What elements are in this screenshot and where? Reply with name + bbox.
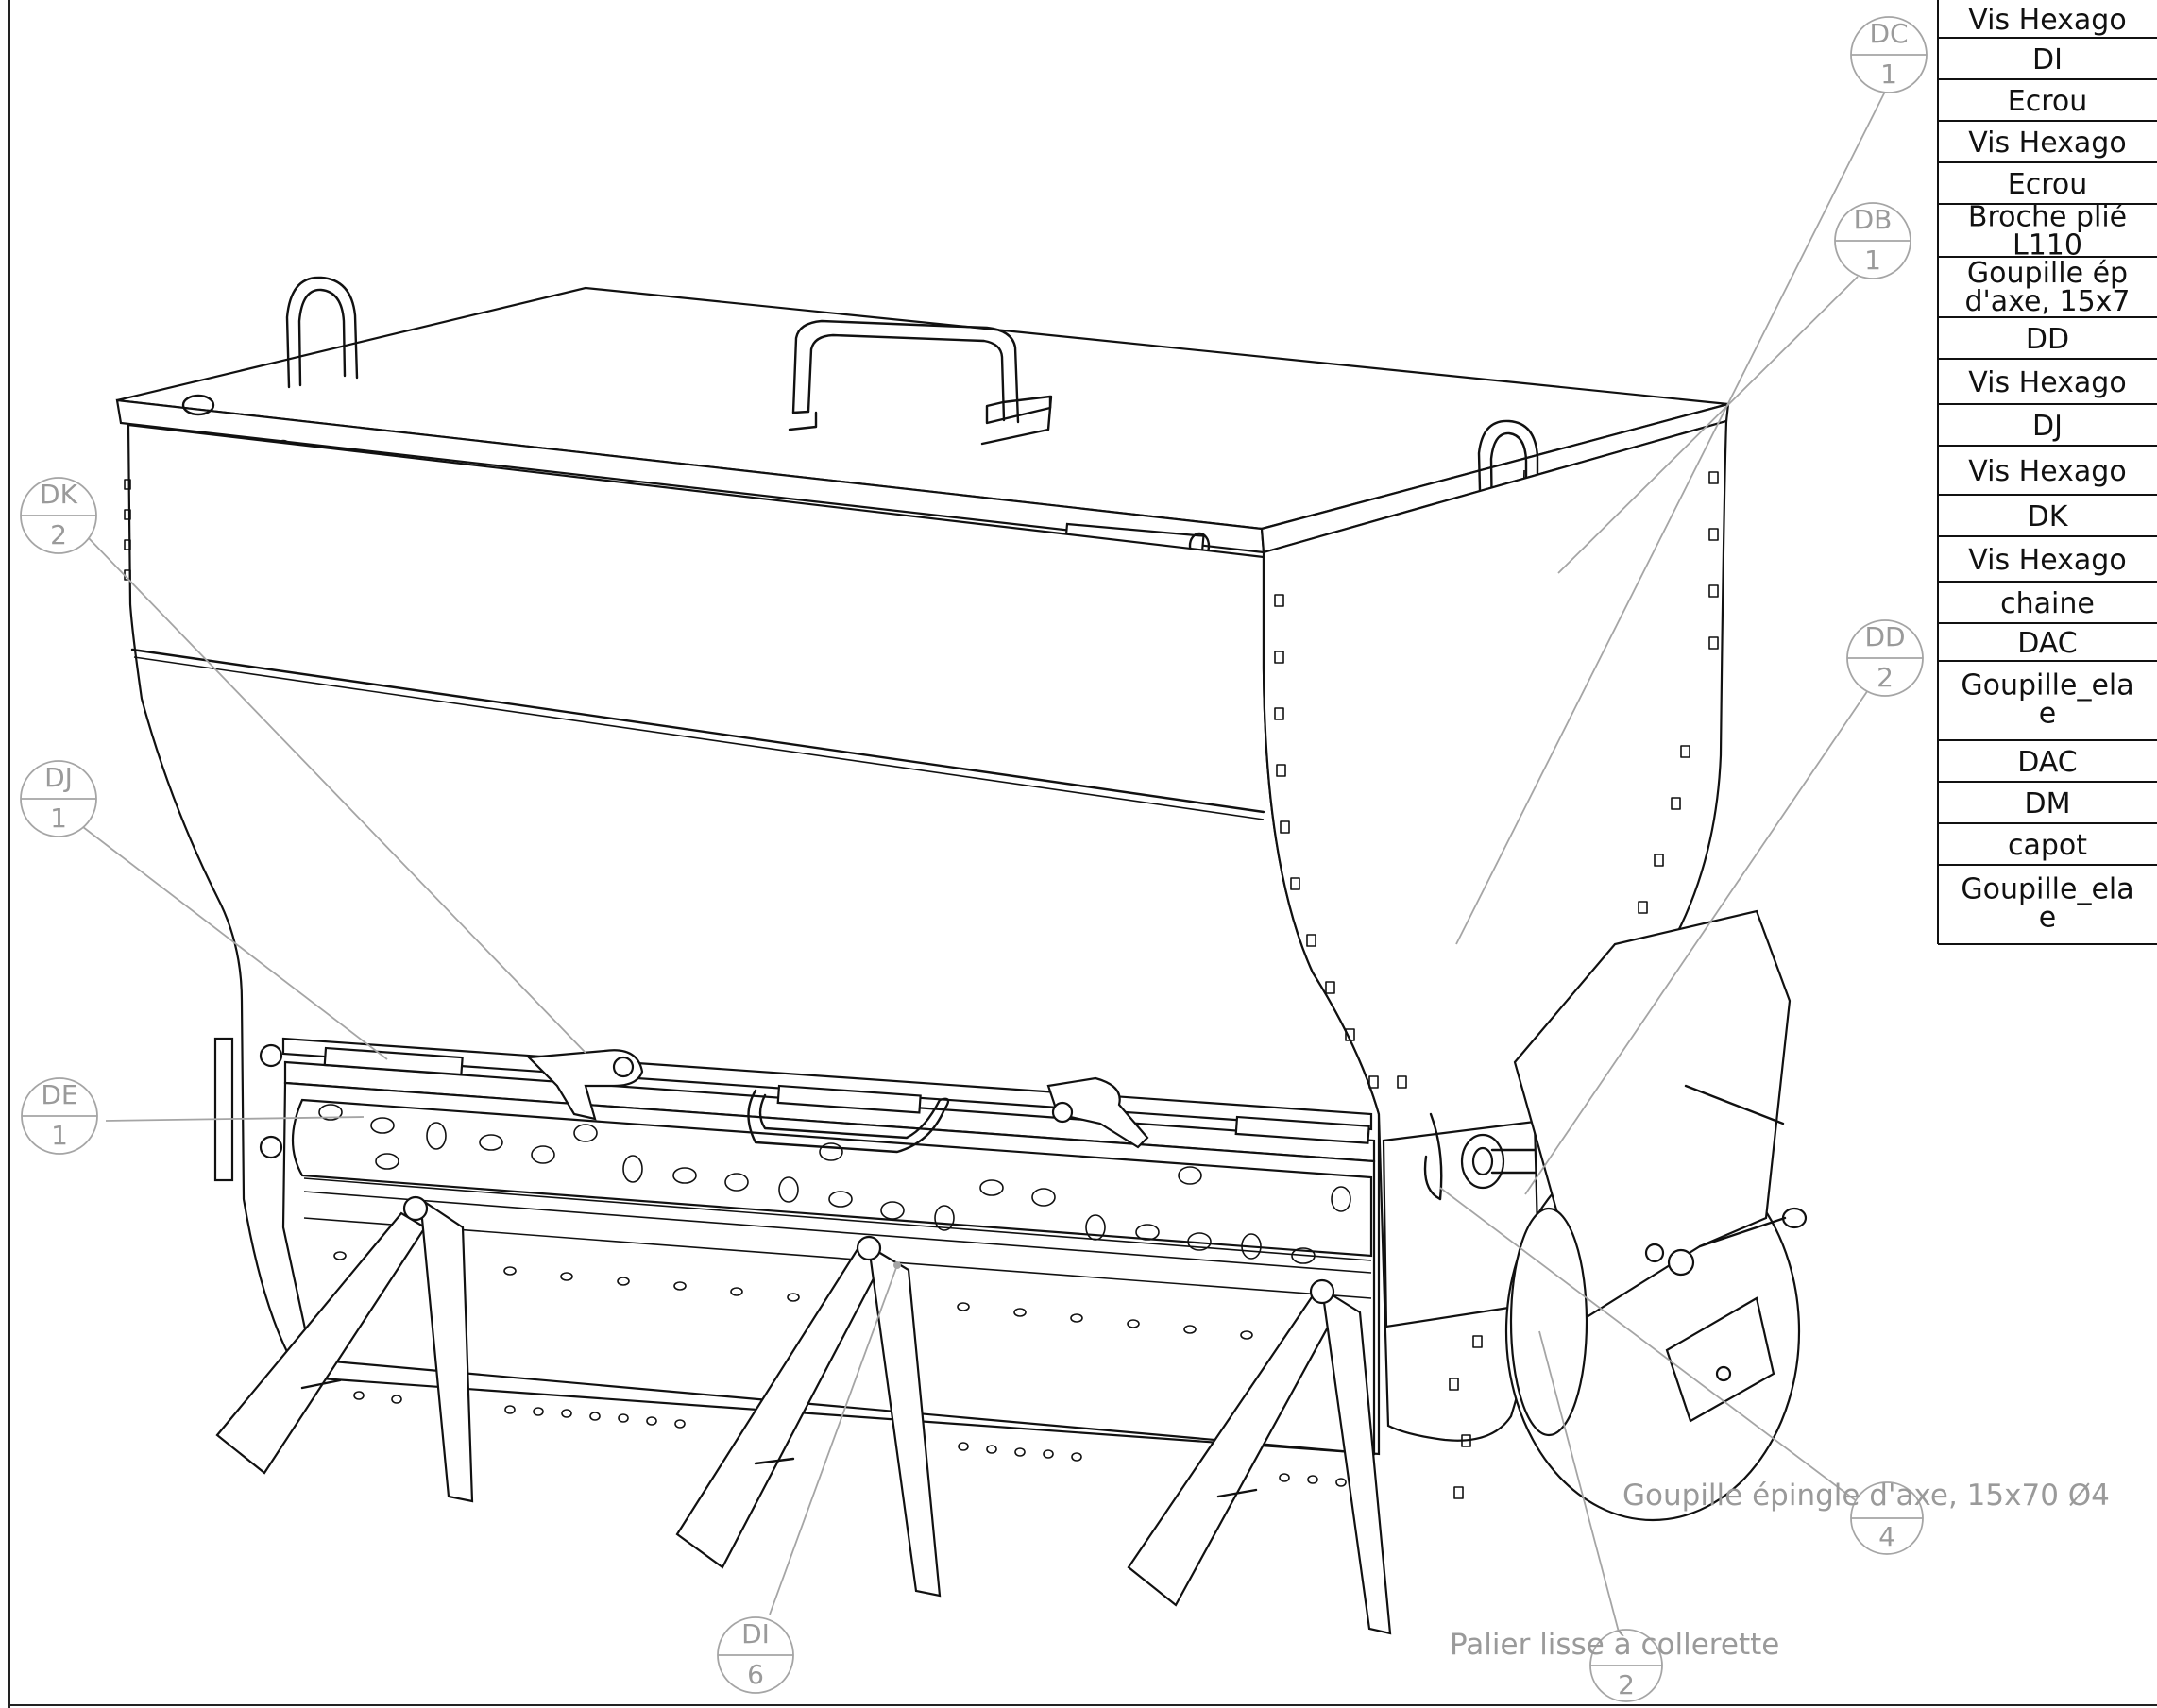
balloon-db-ref: DB bbox=[1854, 204, 1893, 235]
balloon-dk-ref: DK bbox=[40, 479, 78, 510]
balloon-db-qty: 1 bbox=[1864, 245, 1881, 276]
leader-db bbox=[1557, 276, 1859, 574]
balloon-di-qty: 6 bbox=[747, 1659, 764, 1690]
leader-dc bbox=[1455, 91, 1886, 945]
leader-dk bbox=[87, 536, 586, 1054]
bom-cell-label-line2: e bbox=[2039, 901, 2056, 934]
balloon-di: DI 6 bbox=[717, 1616, 794, 1694]
balloon-de-qty: 1 bbox=[51, 1120, 68, 1151]
bom-cell-label: DI bbox=[2032, 43, 2063, 76]
spreader-assembly bbox=[115, 276, 1808, 1635]
bom-cell-label: chaine bbox=[2000, 587, 2095, 620]
balloon-dk: DK 2 bbox=[20, 477, 97, 554]
clamp-hinges bbox=[323, 1046, 1370, 1144]
bom-cell-label: DAC bbox=[2017, 746, 2078, 779]
balloon-de: DE 1 bbox=[21, 1077, 98, 1155]
bom-cell-label: Goupille_ela bbox=[1961, 668, 2133, 702]
balloon-dj-ref: DJ bbox=[44, 762, 73, 793]
bearing-callout-label: Palier lisse à collerette bbox=[1450, 1628, 1779, 1662]
bom-cell-label: DD bbox=[2026, 323, 2069, 356]
bom-cell-label: DAC bbox=[2017, 627, 2078, 660]
bom-cell-label: Broche plié bbox=[1968, 201, 2127, 234]
deflector-blades bbox=[215, 1195, 1392, 1635]
bom-cell-label: Ecrou bbox=[2008, 85, 2088, 118]
lifting-eye-left bbox=[181, 276, 359, 416]
bom-cell-label: DM bbox=[2025, 787, 2071, 820]
balloon-dj: DJ 1 bbox=[20, 760, 97, 837]
balloon-db: DB 1 bbox=[1834, 202, 1911, 279]
balloon-de-ref: DE bbox=[41, 1079, 77, 1110]
balloon-bearing-qty: 2 bbox=[1618, 1669, 1635, 1700]
balloon-dc: DC 1 bbox=[1850, 16, 1928, 93]
bom-cell-label: Vis Hexago bbox=[1968, 455, 2126, 488]
leader-bearing bbox=[1538, 1330, 1622, 1640]
leader-di bbox=[769, 1264, 898, 1615]
balloon-dd: DD 2 bbox=[1846, 619, 1924, 697]
bom-cell-label: Vis Hexago bbox=[1968, 127, 2126, 160]
bottom-hole-row bbox=[333, 1251, 1347, 1487]
balloon-dc-ref: DC bbox=[1869, 18, 1908, 49]
leader-de bbox=[105, 1116, 365, 1122]
bom-cell-label: Goupille_ela bbox=[1961, 872, 2133, 905]
balloon-di-ref: DI bbox=[741, 1618, 770, 1649]
bom-cell-label: DJ bbox=[2032, 410, 2063, 443]
left-end-bolts bbox=[213, 1037, 283, 1182]
drive-wheel-guard bbox=[1504, 909, 1808, 1522]
balloon-bearing: 2 bbox=[1589, 1629, 1663, 1702]
roller-perforations bbox=[318, 1104, 1351, 1264]
leader-pin bbox=[1439, 1187, 1858, 1502]
perforated-roller bbox=[291, 1098, 1373, 1258]
bom-cell-label: Vis Hexago bbox=[1968, 366, 2126, 399]
leader-dot-di bbox=[893, 1261, 901, 1269]
bom-cell-label-line2: d'axe, 15x7 bbox=[1964, 285, 2130, 318]
axle-pin bbox=[1423, 1112, 1537, 1201]
balloon-pin: 4 bbox=[1850, 1481, 1924, 1555]
bom-cell-label: Vis Hexago bbox=[1968, 544, 2126, 577]
balloon-dd-ref: DD bbox=[1864, 621, 1905, 652]
bom-cell-label: Goupille ép bbox=[1967, 257, 2128, 290]
leader-lines bbox=[82, 91, 1886, 1640]
leader-dj bbox=[82, 826, 388, 1060]
lid-handle bbox=[788, 319, 1053, 446]
front-panel-fold-line bbox=[130, 648, 1265, 814]
balloon-dd-qty: 2 bbox=[1877, 662, 1894, 693]
pin-callout-label: Goupille épingle d'axe, 15x70 Ø4 bbox=[1622, 1479, 2110, 1513]
front-panel-fold-line-2 bbox=[133, 656, 1265, 820]
clamp-handles bbox=[526, 1049, 1149, 1154]
leader-dd bbox=[1524, 686, 1871, 1195]
bom-cell-label-line2: L110 bbox=[2013, 229, 2082, 262]
balloon-dc-qty: 1 bbox=[1880, 59, 1897, 90]
bom-cell-label: DK bbox=[2028, 500, 2069, 533]
bom-cell-label-line2: e bbox=[2039, 697, 2056, 730]
balloon-dj-qty: 1 bbox=[50, 803, 67, 834]
bom-cell-label: Ecrou bbox=[2008, 168, 2088, 201]
bom-cell-label: Vis Hexago bbox=[1968, 4, 2126, 37]
balloon-dk-qty: 2 bbox=[50, 519, 67, 550]
side-panel-holes bbox=[1274, 471, 1719, 1499]
balloon-pin-qty: 4 bbox=[1878, 1521, 1895, 1552]
bom-cell-label: capot bbox=[2008, 829, 2087, 862]
